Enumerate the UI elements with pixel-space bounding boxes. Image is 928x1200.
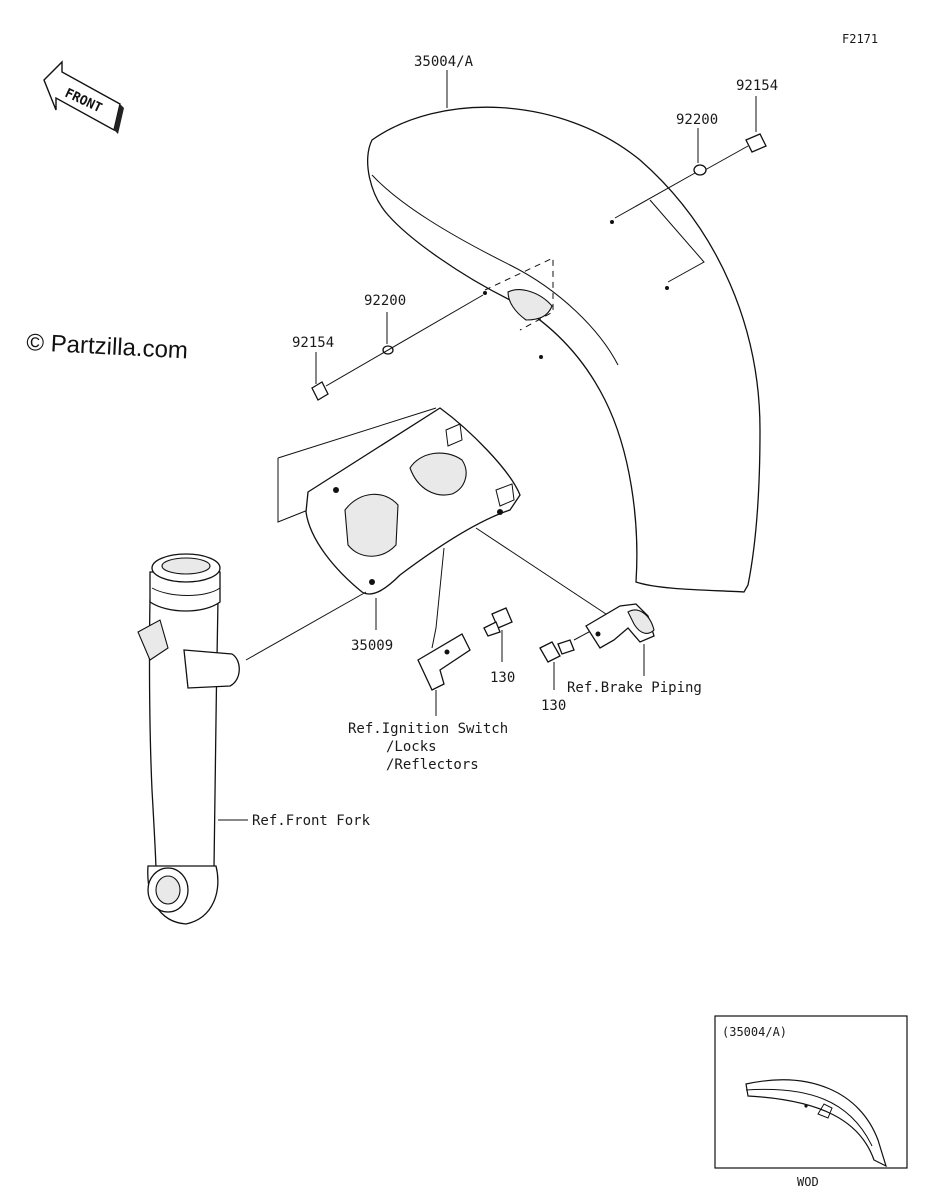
label-130-right: 130 <box>541 698 566 714</box>
bolt-92154-left[interactable] <box>311 381 329 401</box>
figure-code: F2171 <box>842 32 878 46</box>
mount-plane-right <box>649 199 705 283</box>
label-ref-brake: Ref.Brake Piping <box>567 680 702 696</box>
front-fork[interactable] <box>137 553 240 925</box>
ignition-reflector-bracket[interactable] <box>417 633 471 691</box>
front-arrow-icon: FRONT <box>43 60 124 134</box>
left-bolt-axis <box>325 294 484 387</box>
top-bolt-axis <box>614 172 696 219</box>
bolt-130-center[interactable] <box>483 607 513 637</box>
label-92200-left: 92200 <box>364 293 406 309</box>
label-ref-fork: Ref.Front Fork <box>252 813 371 829</box>
washer-92200-top[interactable] <box>693 164 707 176</box>
label-92154-left: 92154 <box>292 335 334 351</box>
front-fender[interactable] <box>366 106 761 593</box>
watermark: © Partzilla.com <box>26 329 189 364</box>
label-ref-ignition-3: /Reflectors <box>386 757 479 773</box>
inset-fender <box>745 1079 887 1168</box>
label-130-center: 130 <box>490 670 515 686</box>
inset-title: (35004/A) <box>722 1025 787 1039</box>
bracket-to-brake-line <box>475 527 613 619</box>
bracket-to-fork-line <box>245 591 367 661</box>
label-35009: 35009 <box>351 638 393 654</box>
bracket-35009[interactable] <box>277 407 521 595</box>
label-ref-ignition-1: Ref.Ignition Switch <box>348 721 508 737</box>
label-92154-top: 92154 <box>736 78 778 94</box>
inset-variant-box: (35004/A) <box>714 1015 908 1169</box>
label-35004a: 35004/A <box>414 54 474 70</box>
leader-ignition-top <box>431 547 445 649</box>
inset-caption: WOD <box>797 1175 819 1189</box>
bolt-130-right[interactable] <box>539 639 575 663</box>
brake-piping-clamp[interactable] <box>585 603 655 649</box>
mount-plane-left <box>484 257 554 331</box>
label-ref-ignition-2: /Locks <box>386 739 437 755</box>
label-92200-top: 92200 <box>676 112 718 128</box>
bolt-92154-top[interactable] <box>704 133 767 171</box>
